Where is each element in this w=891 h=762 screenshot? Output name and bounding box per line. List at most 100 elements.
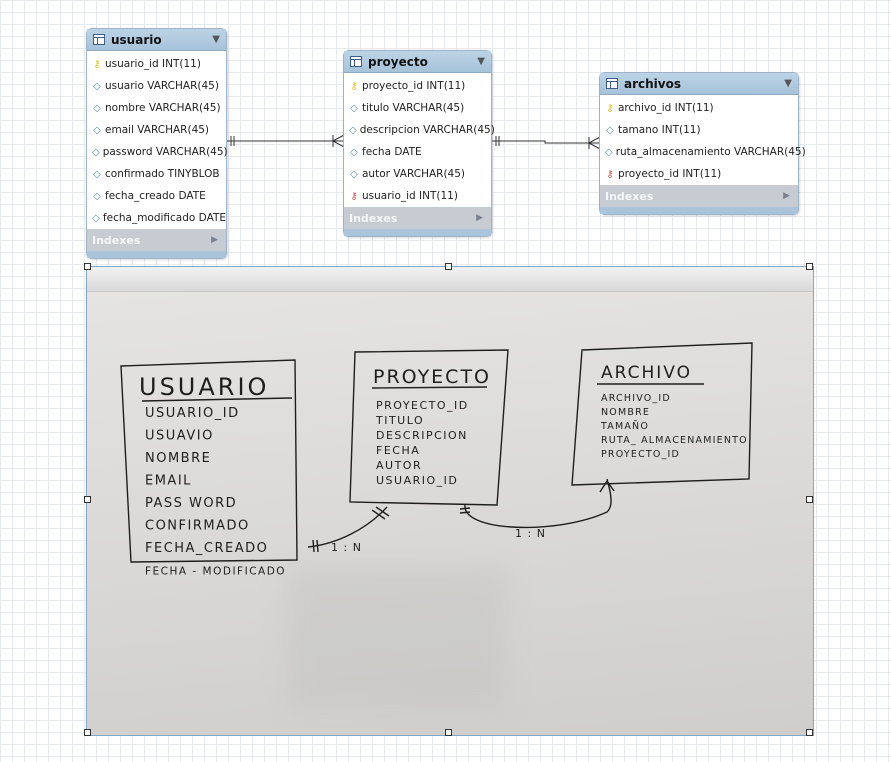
field-row[interactable]: ◇ titulo VARCHAR(45): [344, 97, 491, 119]
diamond-icon: ◇: [93, 168, 101, 180]
entity-header[interactable]: archivos ▼: [600, 73, 798, 95]
sketch-field: ARCHIVO_ID: [601, 393, 671, 404]
field-row[interactable]: ◇ usuario VARCHAR(45): [87, 75, 226, 97]
sketch-field: FECHA - MODIFICADO: [145, 566, 286, 578]
expand-icon[interactable]: ▶: [476, 213, 483, 223]
indexes-section[interactable]: Indexes ▶: [87, 229, 226, 251]
sketch-field: NOMBRE: [145, 451, 211, 466]
field-row[interactable]: ◇descripcion VARCHAR(45): [344, 119, 495, 141]
collapse-icon[interactable]: ▼: [784, 78, 792, 89]
sketch-relation-1: [307, 506, 388, 548]
entity-usuario[interactable]: usuario ▼ ⚷usuario_id INT(11) ◇ usuario VA…: [86, 28, 228, 259]
field-row[interactable]: ◇tamano INT(11): [600, 119, 798, 141]
expand-icon[interactable]: ▶: [783, 191, 790, 201]
indexes-label: Indexes: [92, 233, 141, 247]
diamond-icon: ◇: [350, 168, 358, 180]
field-label: password VARCHAR(45): [102, 146, 228, 158]
diamond-icon: ◇: [349, 124, 357, 136]
field-row[interactable]: ◇nombre VARCHAR(45): [87, 97, 226, 119]
sketch-field: FECHA_CREADO: [145, 541, 268, 556]
collapse-icon[interactable]: ▼: [477, 56, 485, 67]
table-icon: [606, 78, 618, 89]
field-label: confirmado TINYBLOB: [105, 168, 220, 180]
field-label: titulo VARCHAR(45): [362, 102, 465, 114]
indexes-section[interactable]: Indexes ▶: [600, 185, 798, 207]
key-icon: ⚷: [93, 58, 101, 70]
field-row[interactable]: ◇fecha_modificado DATE: [87, 207, 226, 229]
sketch-field: CONFIRMADO: [145, 519, 250, 534]
diamond-icon: ◇: [93, 124, 101, 136]
resize-handle-sw[interactable]: [84, 729, 91, 736]
field-row[interactable]: ◇ruta_almacenamiento VARCHAR(45): [600, 141, 806, 163]
sketch-field: RUTA_ ALMACENAMIENTO: [601, 435, 748, 446]
foreign-key-icon: ⚷: [350, 190, 358, 202]
field-label: proyecto_id INT(11): [362, 80, 466, 92]
field-row[interactable]: ◇email VARCHAR(45): [87, 119, 226, 141]
resize-handle-s[interactable]: [445, 729, 452, 736]
sketch-field: USUARIO_ID: [145, 406, 240, 421]
resize-handle-nw[interactable]: [84, 263, 91, 270]
entity-header[interactable]: usuario ▼: [87, 29, 226, 51]
sketch-field: PROYECTO_ID: [376, 399, 469, 412]
sketch-box-usuario: [120, 359, 298, 563]
resize-handle-n[interactable]: [445, 263, 452, 270]
diamond-icon: ◇: [92, 146, 100, 158]
field-row[interactable]: ◇fecha DATE: [344, 141, 491, 163]
entity-archivos[interactable]: archivos ▼ ⚷archivo_id INT(11)◇tamano IN…: [599, 72, 806, 215]
sketch-field: USUAVIO: [145, 429, 214, 444]
key-icon: ⚷: [606, 102, 614, 114]
handwritten-diagram: USUARIOUSUARIO_IDUSUAVIONOMBREEMAILPASS …: [120, 342, 753, 578]
entity-title: archivos: [624, 76, 681, 91]
entity-title: proyecto: [368, 54, 428, 69]
sketch-title-archivo: ARCHIVO: [601, 363, 692, 383]
sketch-box-archivo: [571, 342, 753, 486]
field-label: usuario VARCHAR(45): [105, 80, 219, 92]
entity-footer: [600, 207, 798, 214]
field-label: descripcion VARCHAR(45): [359, 124, 495, 136]
resize-handle-ne[interactable]: [806, 263, 813, 270]
diamond-icon: ◇: [93, 190, 101, 202]
sketch-box-proyecto: [349, 349, 509, 506]
entity-header[interactable]: proyecto ▼: [344, 51, 491, 73]
sketch-field: USUARIO_ID: [376, 474, 458, 487]
entity-proyecto[interactable]: proyecto ▼ ⚷ proyecto_id INT(11) ◇ titulo V…: [343, 50, 495, 237]
diamond-icon: ◇: [606, 124, 614, 136]
field-row[interactable]: ⚷archivo_id INT(11): [600, 97, 798, 119]
sketch-title-usuario: USUARIO: [139, 373, 269, 401]
expand-icon[interactable]: ▶: [211, 235, 218, 245]
field-label: fecha_creado DATE: [105, 190, 206, 202]
sketch-field: PASS WORD: [145, 496, 237, 511]
field-row[interactable]: ◇ confirmado TINYBLOB: [87, 163, 226, 185]
field-row[interactable]: ◇ fecha_creado DATE: [87, 185, 226, 207]
field-row[interactable]: ⚷ usuario_id INT(11): [344, 185, 491, 207]
sketch-relation-label: 1 : N: [331, 541, 362, 554]
resize-handle-e[interactable]: [806, 496, 813, 503]
field-row[interactable]: ⚷usuario_id INT(11): [87, 53, 226, 75]
indexes-section[interactable]: Indexes ▶: [344, 207, 491, 229]
sketch-field: TAMAÑO: [600, 421, 649, 432]
table-icon: [350, 56, 362, 67]
relation-proyecto-archivos[interactable]: [491, 140, 600, 144]
field-row[interactable]: ◇password VARCHAR(45): [87, 141, 228, 163]
field-label: proyecto_id INT(11): [618, 168, 722, 180]
collapse-icon[interactable]: ▼: [212, 34, 220, 45]
resize-handle-se[interactable]: [806, 729, 813, 736]
diamond-icon: ◇: [93, 80, 101, 92]
field-list: ⚷archivo_id INT(11)◇tamano INT(11)◇ruta_…: [600, 95, 806, 185]
sketch-field: AUTOR: [376, 459, 422, 472]
field-label: autor VARCHAR(45): [362, 168, 466, 180]
sketch-field: TITULO: [375, 414, 424, 427]
field-label: usuario_id INT(11): [362, 190, 458, 202]
field-list: ⚷usuario_id INT(11)◇usuario VARCHAR(45)◇…: [87, 51, 228, 229]
resize-handle-w[interactable]: [84, 496, 91, 503]
sketch-text-layer: USUARIOUSUARIO_IDUSUAVIONOMBREEMAILPASS …: [139, 363, 748, 578]
key-icon: ⚷: [350, 80, 358, 92]
field-row[interactable]: ◇ autor VARCHAR(45): [344, 163, 491, 185]
diamond-icon: ◇: [350, 102, 358, 114]
field-row[interactable]: ⚷ proyecto_id INT(11): [344, 75, 491, 97]
table-icon: [93, 34, 105, 45]
sketch-title-proyecto: PROYECTO: [373, 366, 491, 388]
sketch-field: FECHA: [376, 444, 420, 457]
field-row[interactable]: ⚷proyecto_id INT(11): [600, 163, 798, 185]
